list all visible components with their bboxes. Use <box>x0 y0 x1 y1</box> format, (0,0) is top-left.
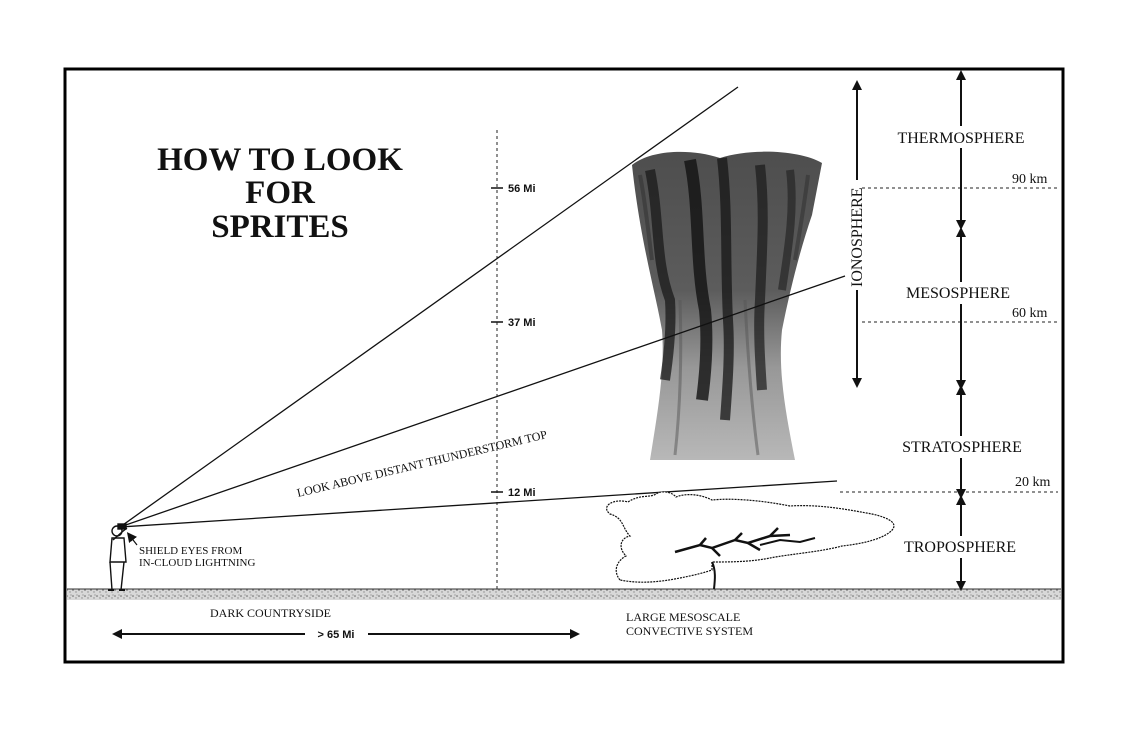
thermosphere-label: THERMOSPHERE <box>897 130 1024 147</box>
sight-line-lower <box>119 480 838 528</box>
ground-strip <box>67 589 1061 600</box>
sight-line-middle <box>119 275 846 528</box>
label-60-km: 60 km <box>1012 306 1048 321</box>
mcs-line-2: CONVECTIVE SYSTEM <box>626 624 753 638</box>
mcs-line-1: LARGE MESOSCALE <box>626 610 740 624</box>
dark-countryside-label: DARK COUNTRYSIDE <box>210 606 331 620</box>
label-37-mi: 37 Mi <box>508 317 536 329</box>
label-56-mi: 56 Mi <box>508 183 536 195</box>
shield-eyes-line-1: SHIELD EYES FROM <box>139 545 243 557</box>
title-line-2: FOR <box>245 175 316 211</box>
label-12-mi: 12 Mi <box>508 487 536 499</box>
distance-label: > 65 Mi <box>318 629 355 641</box>
lightning-icon <box>674 527 816 557</box>
label-20-km: 20 km <box>1015 475 1051 490</box>
troposphere-label: TROPOSPHERE <box>904 539 1016 556</box>
shield-pointer <box>126 532 138 546</box>
title-line-3: SPRITES <box>211 209 349 245</box>
ionosphere-label: IONOSPHERE <box>849 187 866 287</box>
label-90-km: 90 km <box>1012 172 1048 187</box>
person-observer-icon <box>108 523 128 591</box>
title-line-1: HOW TO LOOK <box>157 142 403 178</box>
sight-line-upper <box>119 86 739 528</box>
shield-eyes-line-2: IN-CLOUD LIGHTNING <box>139 557 255 569</box>
diagram-frame <box>63 67 1065 664</box>
thunderstorm-cloud-icon <box>606 491 895 590</box>
mesosphere-label: MESOSPHERE <box>906 285 1010 302</box>
red-sprite-icon <box>632 151 822 460</box>
stratosphere-label: STRATOSPHERE <box>902 439 1022 456</box>
